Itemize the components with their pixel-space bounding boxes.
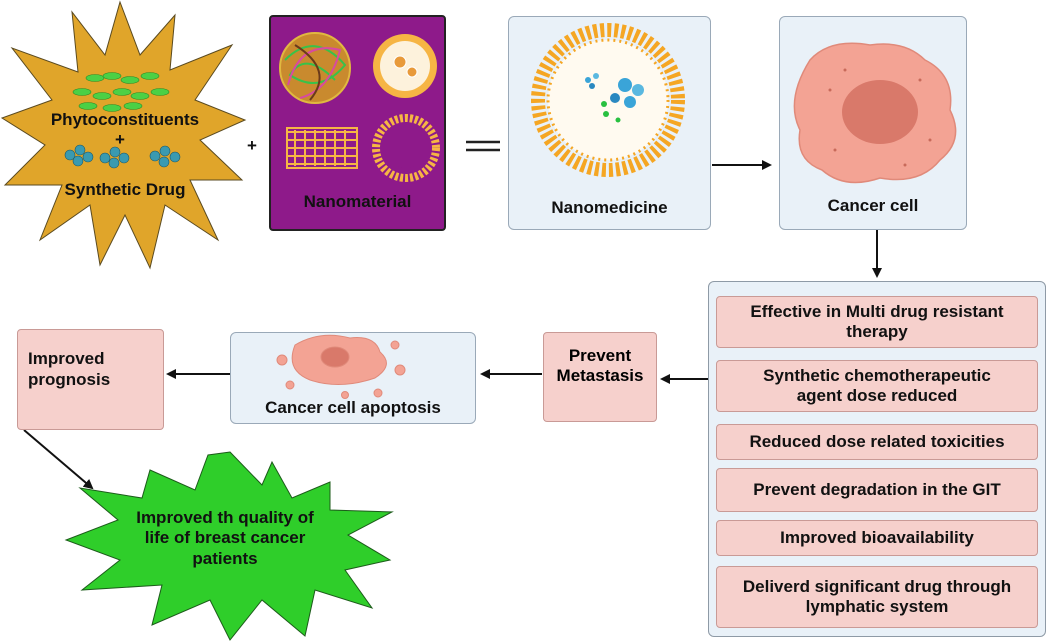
prognosis-line1: Improved [28,349,105,368]
phyto-label: Phytoconstituents [50,110,200,129]
prevent-line2: Metastasis [556,366,644,385]
cancer-cell-label: Cancer cell [827,196,919,215]
benefit-line: lymphatic system [805,597,949,616]
arrow-to-quality [23,429,94,490]
benefit-item: Reduced dose related toxicities [716,424,1038,460]
quality-of-life-label: Improved th quality of life of breast ca… [110,508,340,569]
apoptosis-label: Cancer cell apoptosis [265,398,441,417]
nanomedicine-liposome-icon [531,23,685,177]
nanotube-icon [286,127,358,169]
cancer-cell-icon [793,42,957,184]
benefit-line: therapy [846,322,908,341]
liposome-icon [373,34,437,98]
benefit-line: agent dose reduced [796,386,958,405]
quality-line2: life of breast cancer [144,528,306,548]
apoptotic-cell-icon [276,334,406,399]
nanomedicine-label: Nanomedicine [551,198,668,217]
prevent-metastasis-box: Prevent Metastasis [543,332,657,422]
drug-molecule-icons [64,144,181,169]
benefit-line: Deliverd significant drug through [742,576,1012,596]
quality-line3: patients [192,548,258,568]
benefit-line: Effective in Multi drug resistant [750,301,1004,321]
phyto-molecule-icons [72,72,170,112]
nanomaterial-label: Nanomaterial [303,192,412,211]
benefit-line: Prevent degradation in the GIT [753,479,1001,499]
benefit-line: Improved bioavailability [780,527,974,547]
starburst-orange-shape [0,0,247,270]
micelle-ring-icon [372,114,440,182]
starburst-green-shape [64,451,394,641]
plus-inner: + [115,130,125,149]
quality-line1: Improved th quality of [136,508,314,527]
benefit-line: Synthetic chemotherapeutic [763,365,991,385]
polymer-nanoparticle-icon [279,32,351,104]
prognosis-line2: prognosis [28,370,111,390]
synthetic-drug-label: Synthetic Drug [64,180,186,199]
benefit-line: Reduced dose related toxicities [749,431,1005,451]
prognosis-box: Improved prognosis [17,329,164,430]
benefit-item: Prevent degradation in the GIT [716,468,1038,512]
benefit-item: Improved bioavailability [716,520,1038,556]
prevent-line1: Prevent [568,345,632,365]
plus-between: + [247,136,257,155]
